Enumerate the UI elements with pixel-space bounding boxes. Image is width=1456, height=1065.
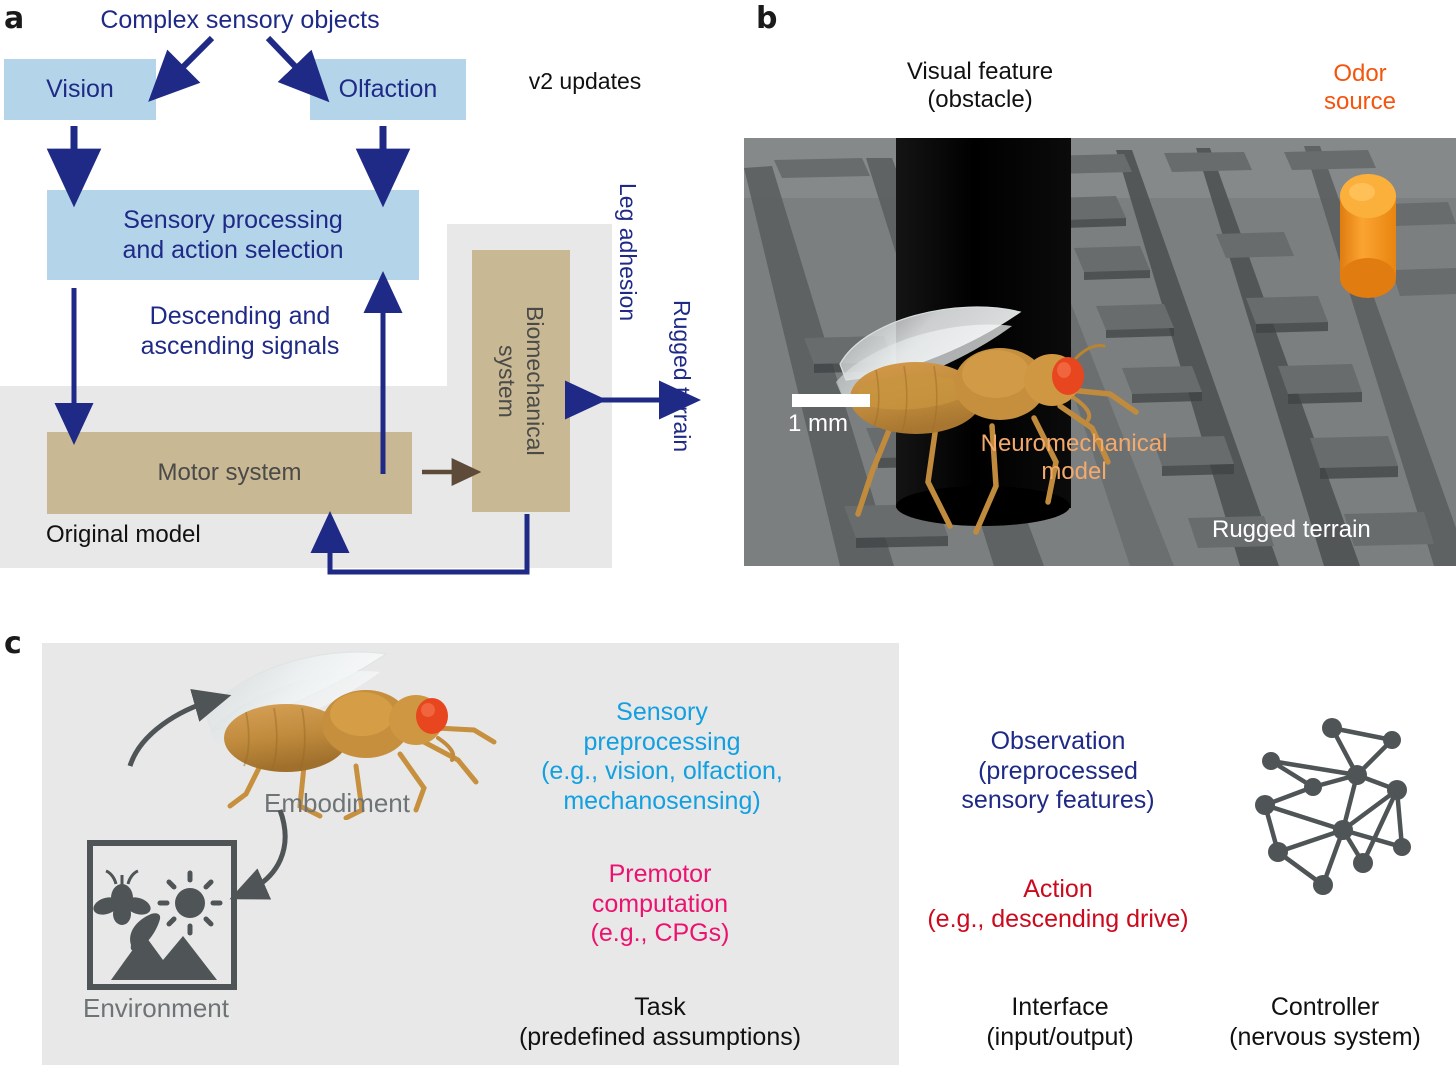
- panel-c-premotor-line3: (e.g., CPGs): [590, 919, 730, 947]
- panel-b-visual-feature-line2: (obstacle): [927, 86, 1033, 114]
- panel-a-box-motor-system: Motor system: [47, 432, 412, 514]
- panel-b-letter: b: [756, 1, 778, 36]
- panel-a-box-biomechanical-system: Biomechanical system: [472, 250, 570, 512]
- panel-c-observation-line1: Observation: [990, 727, 1126, 755]
- panel-b-visual-feature-label: Visual feature (obstacle): [860, 58, 1100, 115]
- panel-c-sensory-line3: (e.g., vision, olfaction,: [541, 757, 783, 785]
- panel-a-title: Complex sensory objects: [100, 6, 380, 34]
- panel-a-box-sensory-processing: Sensory processing and action selection: [47, 190, 419, 280]
- panel-a-leg-adhesion-label: Leg adhesion: [615, 183, 642, 322]
- panel-b-scale-bar-label: 1 mm: [788, 410, 848, 437]
- panel-b-neuromechanical-line2: model: [1041, 458, 1107, 485]
- banana-icon: [130, 913, 161, 951]
- panel-a-box-biomechanical-text: Biomechanical system: [493, 306, 549, 456]
- panel-a-descending-label: Descending and ascending signals: [110, 302, 370, 361]
- panel-c-sensory-line4: mechanosensing): [563, 786, 761, 815]
- panel-a-original-model-label: Original model: [46, 521, 201, 548]
- panel-b-neuromechanical-label: Neuromechanical model: [924, 430, 1224, 486]
- panel-a-letter: a: [4, 1, 25, 36]
- panel-c-controller-label: Controller (nervous system): [1200, 993, 1450, 1052]
- panel-c-sensory-preprocessing-label: Sensory preprocessing (e.g., vision, olf…: [497, 698, 827, 816]
- panel-c-observation-label: Observation (preprocessed sensory featur…: [913, 727, 1203, 816]
- panel-b-neuromechanical-fly: [836, 306, 1139, 535]
- panel-a-box-sensory-processing-line2: and action selection: [122, 236, 344, 264]
- panel-a-descending-line1: Descending and: [149, 302, 331, 330]
- panel-a-box-vision: Vision: [4, 59, 156, 120]
- panel-a-box-biomechanical-line2: system: [494, 344, 520, 418]
- fly-icon: [93, 869, 151, 925]
- panel-c-task-label: Task (predefined assumptions): [470, 993, 850, 1052]
- panel-c-task-line1: Task: [634, 993, 686, 1021]
- panel-c-premotor-label: Premotor computation (e.g., CPGs): [510, 860, 810, 949]
- sun-icon: [157, 870, 223, 936]
- panel-a-descending-line2: ascending signals: [140, 331, 340, 360]
- panel-c-embodiment-fly: [205, 651, 497, 820]
- panel-a: a Complex sensory objects v2 updates Vis…: [0, 0, 730, 600]
- panel-c-interface-line2: (input/output): [986, 1022, 1134, 1051]
- panel-b-render: 1 mm Neuromechanical model Rugged terrai…: [744, 138, 1456, 566]
- panel-c-controller-line1: Controller: [1270, 993, 1380, 1021]
- panel-a-box-biomechanical-line1: Biomechanical: [522, 306, 549, 456]
- panel-c: c: [0, 600, 1456, 1065]
- mountain-icon: [111, 934, 217, 980]
- panel-b-odor-source-line1: Odor: [1333, 60, 1387, 87]
- panel-c-letter: c: [4, 626, 22, 661]
- panel-a-box-motor-system-label: Motor system: [157, 459, 302, 486]
- panel-c-observation-line2: (preprocessed: [978, 756, 1138, 785]
- panel-c-environment-label: Environment: [83, 993, 229, 1023]
- panel-b-scale-bar: [792, 394, 870, 407]
- panel-c-controller-line2: (nervous system): [1229, 1022, 1421, 1051]
- panel-b-neuromechanical-line1: Neuromechanical: [980, 430, 1168, 457]
- panel-c-action-line1: Action: [1023, 875, 1093, 903]
- panel-a-box-olfaction: Olfaction: [310, 59, 466, 120]
- panel-c-controller-network: [1255, 718, 1411, 895]
- panel-c-observation-line3: sensory features): [961, 786, 1155, 814]
- panel-c-task-line2: (predefined assumptions): [518, 1022, 802, 1051]
- panel-b-odor-source-label: Odor source: [1290, 60, 1430, 117]
- panel-b-visual-feature-line1: Visual feature: [906, 58, 1054, 85]
- panel-c-interface-line1: Interface: [1011, 993, 1109, 1021]
- panel-a-box-vision-label: Vision: [46, 75, 114, 103]
- panel-a-box-sensory-processing-line1: Sensory processing: [123, 205, 343, 234]
- panel-c-interface-label: Interface (input/output): [940, 993, 1180, 1052]
- panel-c-action-line2: (e.g., descending drive): [927, 904, 1189, 933]
- panel-b-odor-source-line2: source: [1323, 88, 1397, 116]
- panel-c-embodiment-label: Embodiment: [264, 788, 410, 818]
- panel-c-sensory-line1: Sensory: [616, 698, 708, 726]
- network-nodes: [1255, 718, 1411, 895]
- panel-a-rugged-terrain-label: Rugged terrain: [669, 300, 696, 453]
- panel-c-premotor-line1: Premotor: [608, 860, 712, 888]
- panel-a-v2-updates-label: v2 updates: [528, 68, 642, 94]
- panel-b-odor-capsule: [1340, 174, 1396, 298]
- panel-a-box-olfaction-label: Olfaction: [338, 75, 438, 103]
- panel-c-action-label: Action (e.g., descending drive): [903, 875, 1213, 934]
- panel-c-premotor-line2: computation: [591, 889, 729, 918]
- panel-b-scene: [744, 138, 1456, 566]
- panel-c-environment-icon: [87, 840, 237, 990]
- panel-b-rugged-terrain-label: Rugged terrain: [1212, 516, 1371, 543]
- panel-c-sensory-line2: preprocessing: [583, 727, 741, 756]
